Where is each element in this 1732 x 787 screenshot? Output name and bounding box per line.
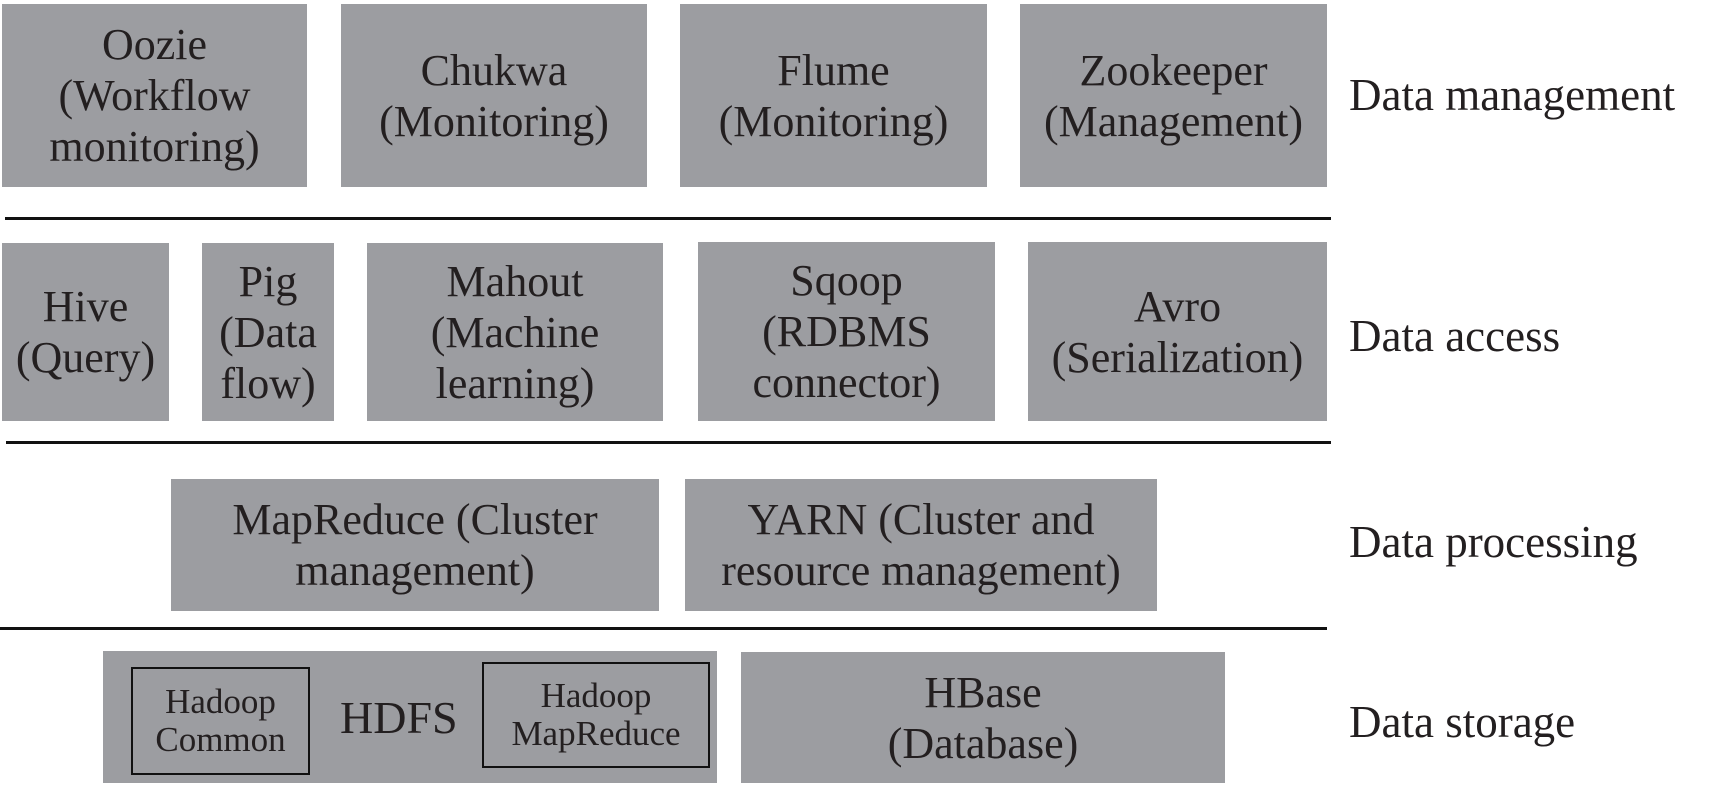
- sqoop-label: Sqoop (RDBMS connector): [752, 256, 941, 407]
- oozie-box: Oozie (Workflow monitoring): [2, 4, 307, 187]
- layer-label-data-management: Data management: [1349, 70, 1676, 120]
- hbase-box: HBase (Database): [741, 652, 1225, 783]
- pig-label: Pig (Data flow): [219, 256, 317, 408]
- hbase-label: HBase (Database): [887, 667, 1079, 768]
- hadoop-common-box: Hadoop Common: [131, 667, 310, 775]
- mahout-label: Mahout (Machine learning): [430, 256, 600, 408]
- hive-box: Hive (Query): [2, 243, 169, 421]
- mapreduce-box: MapReduce (Cluster management): [171, 479, 659, 611]
- hadoop-mapreduce-box: Hadoop MapReduce: [482, 662, 710, 768]
- avro-box: Avro (Serialization): [1028, 242, 1327, 421]
- flume-label: Flume (Monitoring): [718, 45, 949, 146]
- layer-label-data-storage: Data storage: [1349, 697, 1576, 747]
- divider-2: [6, 441, 1331, 444]
- layer-label-data-processing: Data processing: [1349, 517, 1638, 567]
- hdfs-label: HDFS: [340, 692, 458, 743]
- divider-3: [0, 627, 1327, 630]
- hive-label: Hive (Query): [15, 282, 156, 382]
- zookeeper-box: Zookeeper (Management): [1020, 4, 1327, 187]
- hdfs-box: Hadoop Common HDFS Hadoop MapReduce: [103, 651, 717, 783]
- yarn-label: YARN (Cluster and resource management): [721, 495, 1121, 595]
- avro-label: Avro (Serialization): [1051, 281, 1304, 382]
- layer-label-data-access: Data access: [1349, 311, 1561, 361]
- chukwa-box: Chukwa (Monitoring): [341, 4, 647, 187]
- yarn-box: YARN (Cluster and resource management): [685, 479, 1157, 611]
- sqoop-box: Sqoop (RDBMS connector): [698, 242, 995, 421]
- hadoop-common-label: Hadoop Common: [155, 682, 286, 759]
- oozie-label: Oozie (Workflow monitoring): [49, 20, 260, 171]
- zookeeper-label: Zookeeper (Management): [1044, 45, 1303, 146]
- flume-box: Flume (Monitoring): [680, 4, 987, 187]
- chukwa-label: Chukwa (Monitoring): [379, 45, 609, 146]
- mapreduce-label: MapReduce (Cluster management): [232, 495, 598, 595]
- pig-box: Pig (Data flow): [202, 243, 334, 421]
- mahout-box: Mahout (Machine learning): [367, 243, 663, 421]
- hadoop-mapreduce-label: Hadoop MapReduce: [511, 676, 681, 753]
- divider-1: [5, 217, 1331, 220]
